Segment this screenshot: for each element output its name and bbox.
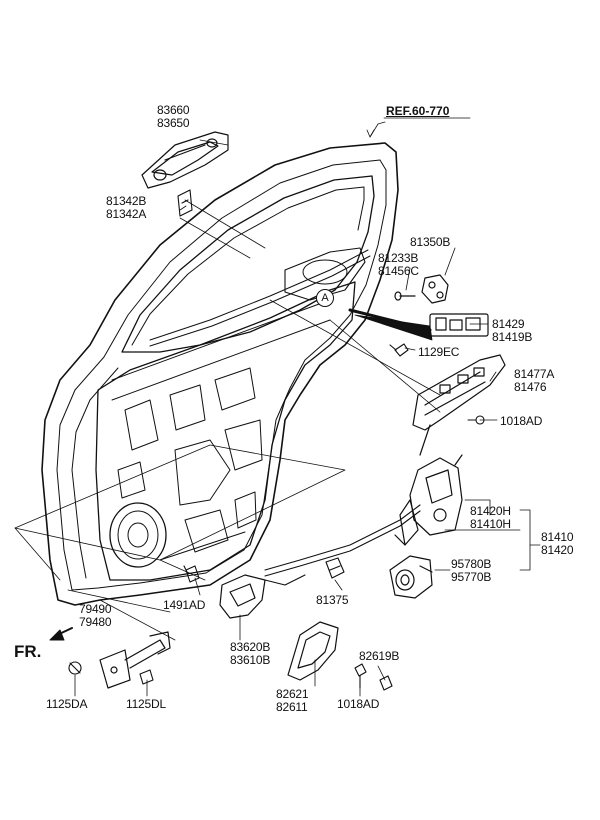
bolt-1018ad-bottom [354,663,367,689]
part-label: 81375 [316,593,349,607]
latch-guard [412,354,506,456]
lock-cover [429,313,489,337]
cap-82619b [379,675,393,691]
door-checker [99,631,171,689]
part-label: 81350B [410,235,451,249]
front-label: FR. [14,642,42,661]
door-actuator [389,555,433,599]
clip-1491ad [183,565,200,583]
part-label: 1018AD [500,414,543,428]
front-arrow [49,627,73,641]
lock-cables [264,504,421,586]
reference-lines [14,117,541,697]
callout-marker: A [316,289,334,307]
part-label: 1018AD [337,697,380,711]
screw-1129ec [389,343,409,357]
inside-handle [219,574,266,619]
part-label: 1125DA [46,697,88,711]
part-label: 82619B [359,649,400,663]
bolt-1125da [68,661,82,675]
reference-label: REF.60-770 [386,104,450,118]
door-frame [41,142,399,606]
handle-pad [177,189,193,217]
bolt-1018ad-top [467,415,485,425]
part-label: 1125DL [126,697,166,711]
outside-handle [141,131,229,189]
clip-81375 [325,557,345,579]
door-inner-panel [95,247,366,581]
handle-bezel [287,621,339,681]
part-label: 1491AD [163,598,206,612]
door-latch [394,454,463,546]
bolt-1125dl [139,669,154,685]
part-label: 1129EC [418,345,460,359]
striker [394,274,449,304]
